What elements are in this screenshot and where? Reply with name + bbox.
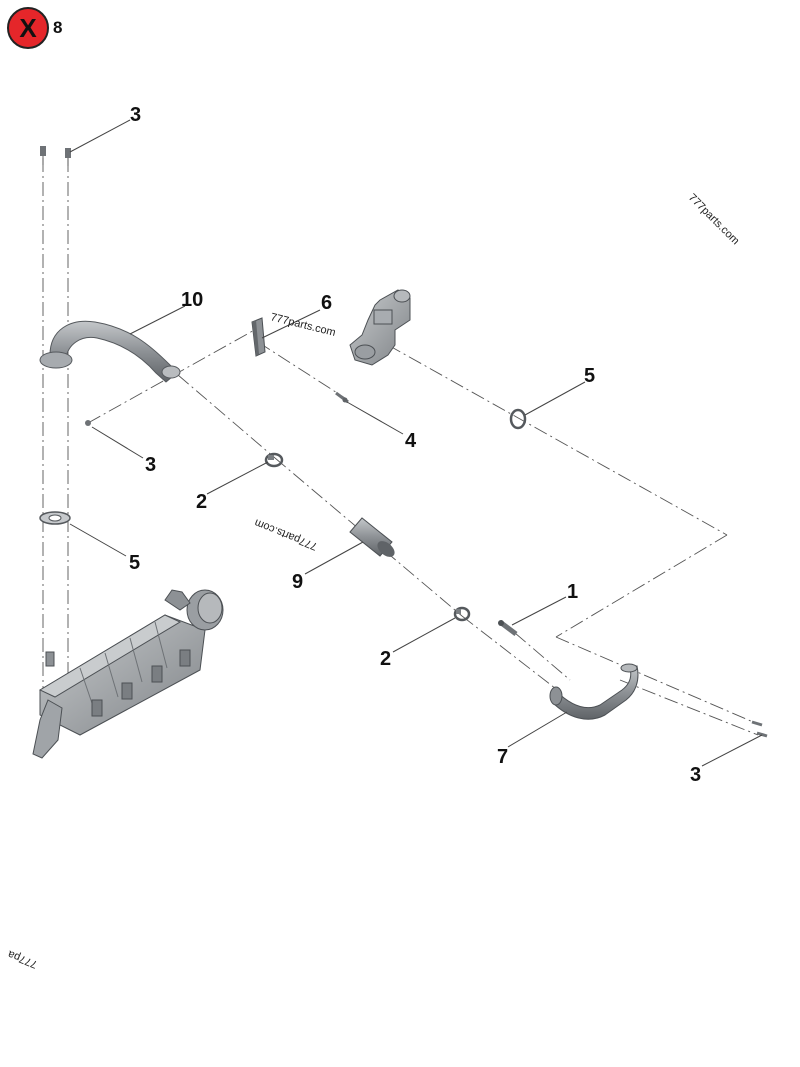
close-button[interactable]: X — [7, 7, 49, 49]
callout-2[interactable]: 2 — [380, 648, 391, 670]
sensor-part-1[interactable] — [498, 620, 518, 636]
egr-cooler-assembly[interactable] — [32, 589, 224, 759]
watermark: 777parts.com — [686, 192, 742, 248]
callout-2[interactable]: 2 — [196, 491, 207, 513]
clamp-part-2-lower[interactable] — [453, 606, 471, 622]
callout-10[interactable]: 10 — [181, 289, 203, 311]
valve-part-top[interactable] — [349, 289, 411, 366]
clamp-part-2-upper[interactable] — [264, 452, 284, 468]
callout-3[interactable]: 3 — [690, 764, 701, 786]
pipe-part-10[interactable] — [39, 320, 181, 383]
close-icon: X — [19, 13, 37, 43]
callout-5[interactable]: 5 — [129, 552, 140, 574]
watermark: 777parts.com — [253, 516, 319, 552]
callout-5[interactable]: 5 — [584, 365, 595, 387]
callout-3[interactable]: 3 — [130, 104, 141, 126]
callout-1[interactable]: 1 — [567, 581, 578, 603]
plate-part-6[interactable] — [251, 317, 266, 357]
bolt-part-3-mid[interactable] — [85, 420, 91, 426]
leader-lines — [69, 119, 763, 767]
bolt-part-3-right[interactable] — [751, 720, 768, 738]
callout-9[interactable]: 9 — [292, 571, 303, 593]
watermark: 777pa — [5, 947, 39, 970]
pipe-part-7[interactable] — [549, 663, 639, 720]
watermark: 777parts.com — [269, 311, 337, 339]
callout-labels: 3 10 6 5 4 3 2 5 9 1 2 7 3 — [129, 104, 701, 786]
item-count: 8 — [53, 18, 63, 37]
callout-6[interactable]: 6 — [321, 292, 332, 314]
bolt-part-4[interactable] — [335, 391, 349, 404]
callout-4[interactable]: 4 — [405, 430, 417, 452]
sleeve-part-9[interactable] — [349, 517, 398, 560]
gasket-part-5-right[interactable] — [509, 408, 527, 430]
assembly-lines — [42, 158, 761, 736]
gasket-part-5-left[interactable] — [39, 511, 71, 525]
callout-3[interactable]: 3 — [145, 454, 156, 476]
callout-7[interactable]: 7 — [497, 746, 508, 768]
bolt-part-3-top[interactable] — [40, 146, 71, 166]
